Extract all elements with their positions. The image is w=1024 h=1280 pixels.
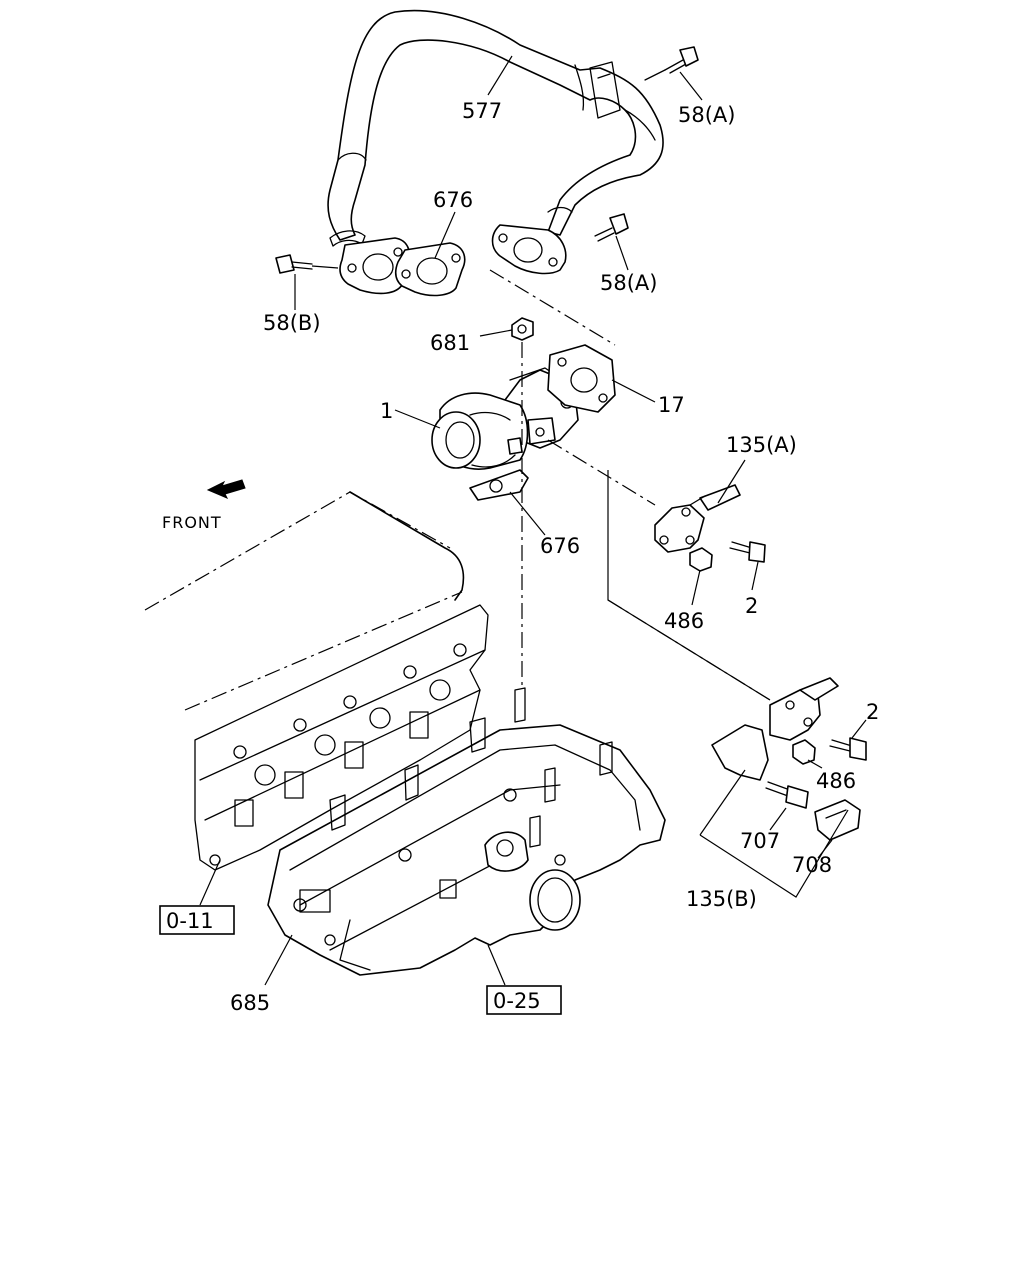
callout-577: 577	[462, 99, 502, 123]
callout-486-up: 486	[664, 609, 704, 633]
nut-681	[511, 317, 534, 341]
pipe-flange-right	[491, 224, 567, 275]
clip-708	[814, 799, 861, 841]
callout-135b: 135(B)	[686, 887, 757, 911]
reference-box-025[interactable]: 0-25	[486, 985, 562, 1015]
bolt-58a-top	[644, 46, 699, 81]
front-indicator: FRONT	[162, 479, 246, 532]
gasket-676-low	[469, 469, 529, 501]
callout-17: 17	[658, 393, 685, 417]
gasket-17	[547, 344, 616, 413]
assembly-lines	[489, 269, 849, 898]
callout-707: 707	[740, 829, 780, 853]
reference-025-label: 0-25	[493, 989, 541, 1013]
callout-685: 685	[230, 991, 270, 1015]
head-holes	[209, 643, 467, 866]
bolt-58b	[275, 254, 339, 274]
bracket-135a	[654, 484, 741, 553]
nut-486-up	[689, 547, 713, 572]
bracket-135b	[711, 677, 839, 781]
bolt-58a-mid	[594, 213, 629, 242]
bolt-2-low	[829, 737, 867, 761]
callouts: 577 58(A) 676 58(A) 58(B) 681 17 1 135(A…	[230, 99, 879, 1015]
callout-486-low: 486	[816, 769, 856, 793]
reference-011-label: 0-11	[166, 909, 214, 933]
callout-58a-top: 58(A)	[678, 103, 735, 127]
cylinder-head	[144, 491, 489, 871]
callout-676-low: 676	[540, 534, 580, 558]
nut-486-low	[792, 739, 816, 765]
leader-lines	[199, 55, 867, 986]
reference-box-011[interactable]: 0-11	[159, 905, 235, 935]
front-label: FRONT	[162, 513, 222, 532]
callout-681: 681	[430, 331, 470, 355]
callout-708: 708	[792, 853, 832, 877]
pipe-flange-left	[339, 237, 411, 295]
egr-pipe	[327, 9, 664, 247]
callout-135a: 135(A)	[726, 433, 797, 457]
intake-manifold	[267, 687, 666, 976]
gasket-676-top	[394, 242, 466, 297]
callout-2-low: 2	[866, 700, 879, 724]
callout-58a-mid: 58(A)	[600, 271, 657, 295]
stud-707	[765, 781, 809, 809]
bolt-2-up	[729, 541, 766, 563]
callout-2-up: 2	[745, 594, 758, 618]
callout-676-top: 676	[433, 188, 473, 212]
callout-1: 1	[380, 399, 393, 423]
arrow-icon	[206, 479, 246, 499]
callout-58b: 58(B)	[263, 311, 321, 335]
